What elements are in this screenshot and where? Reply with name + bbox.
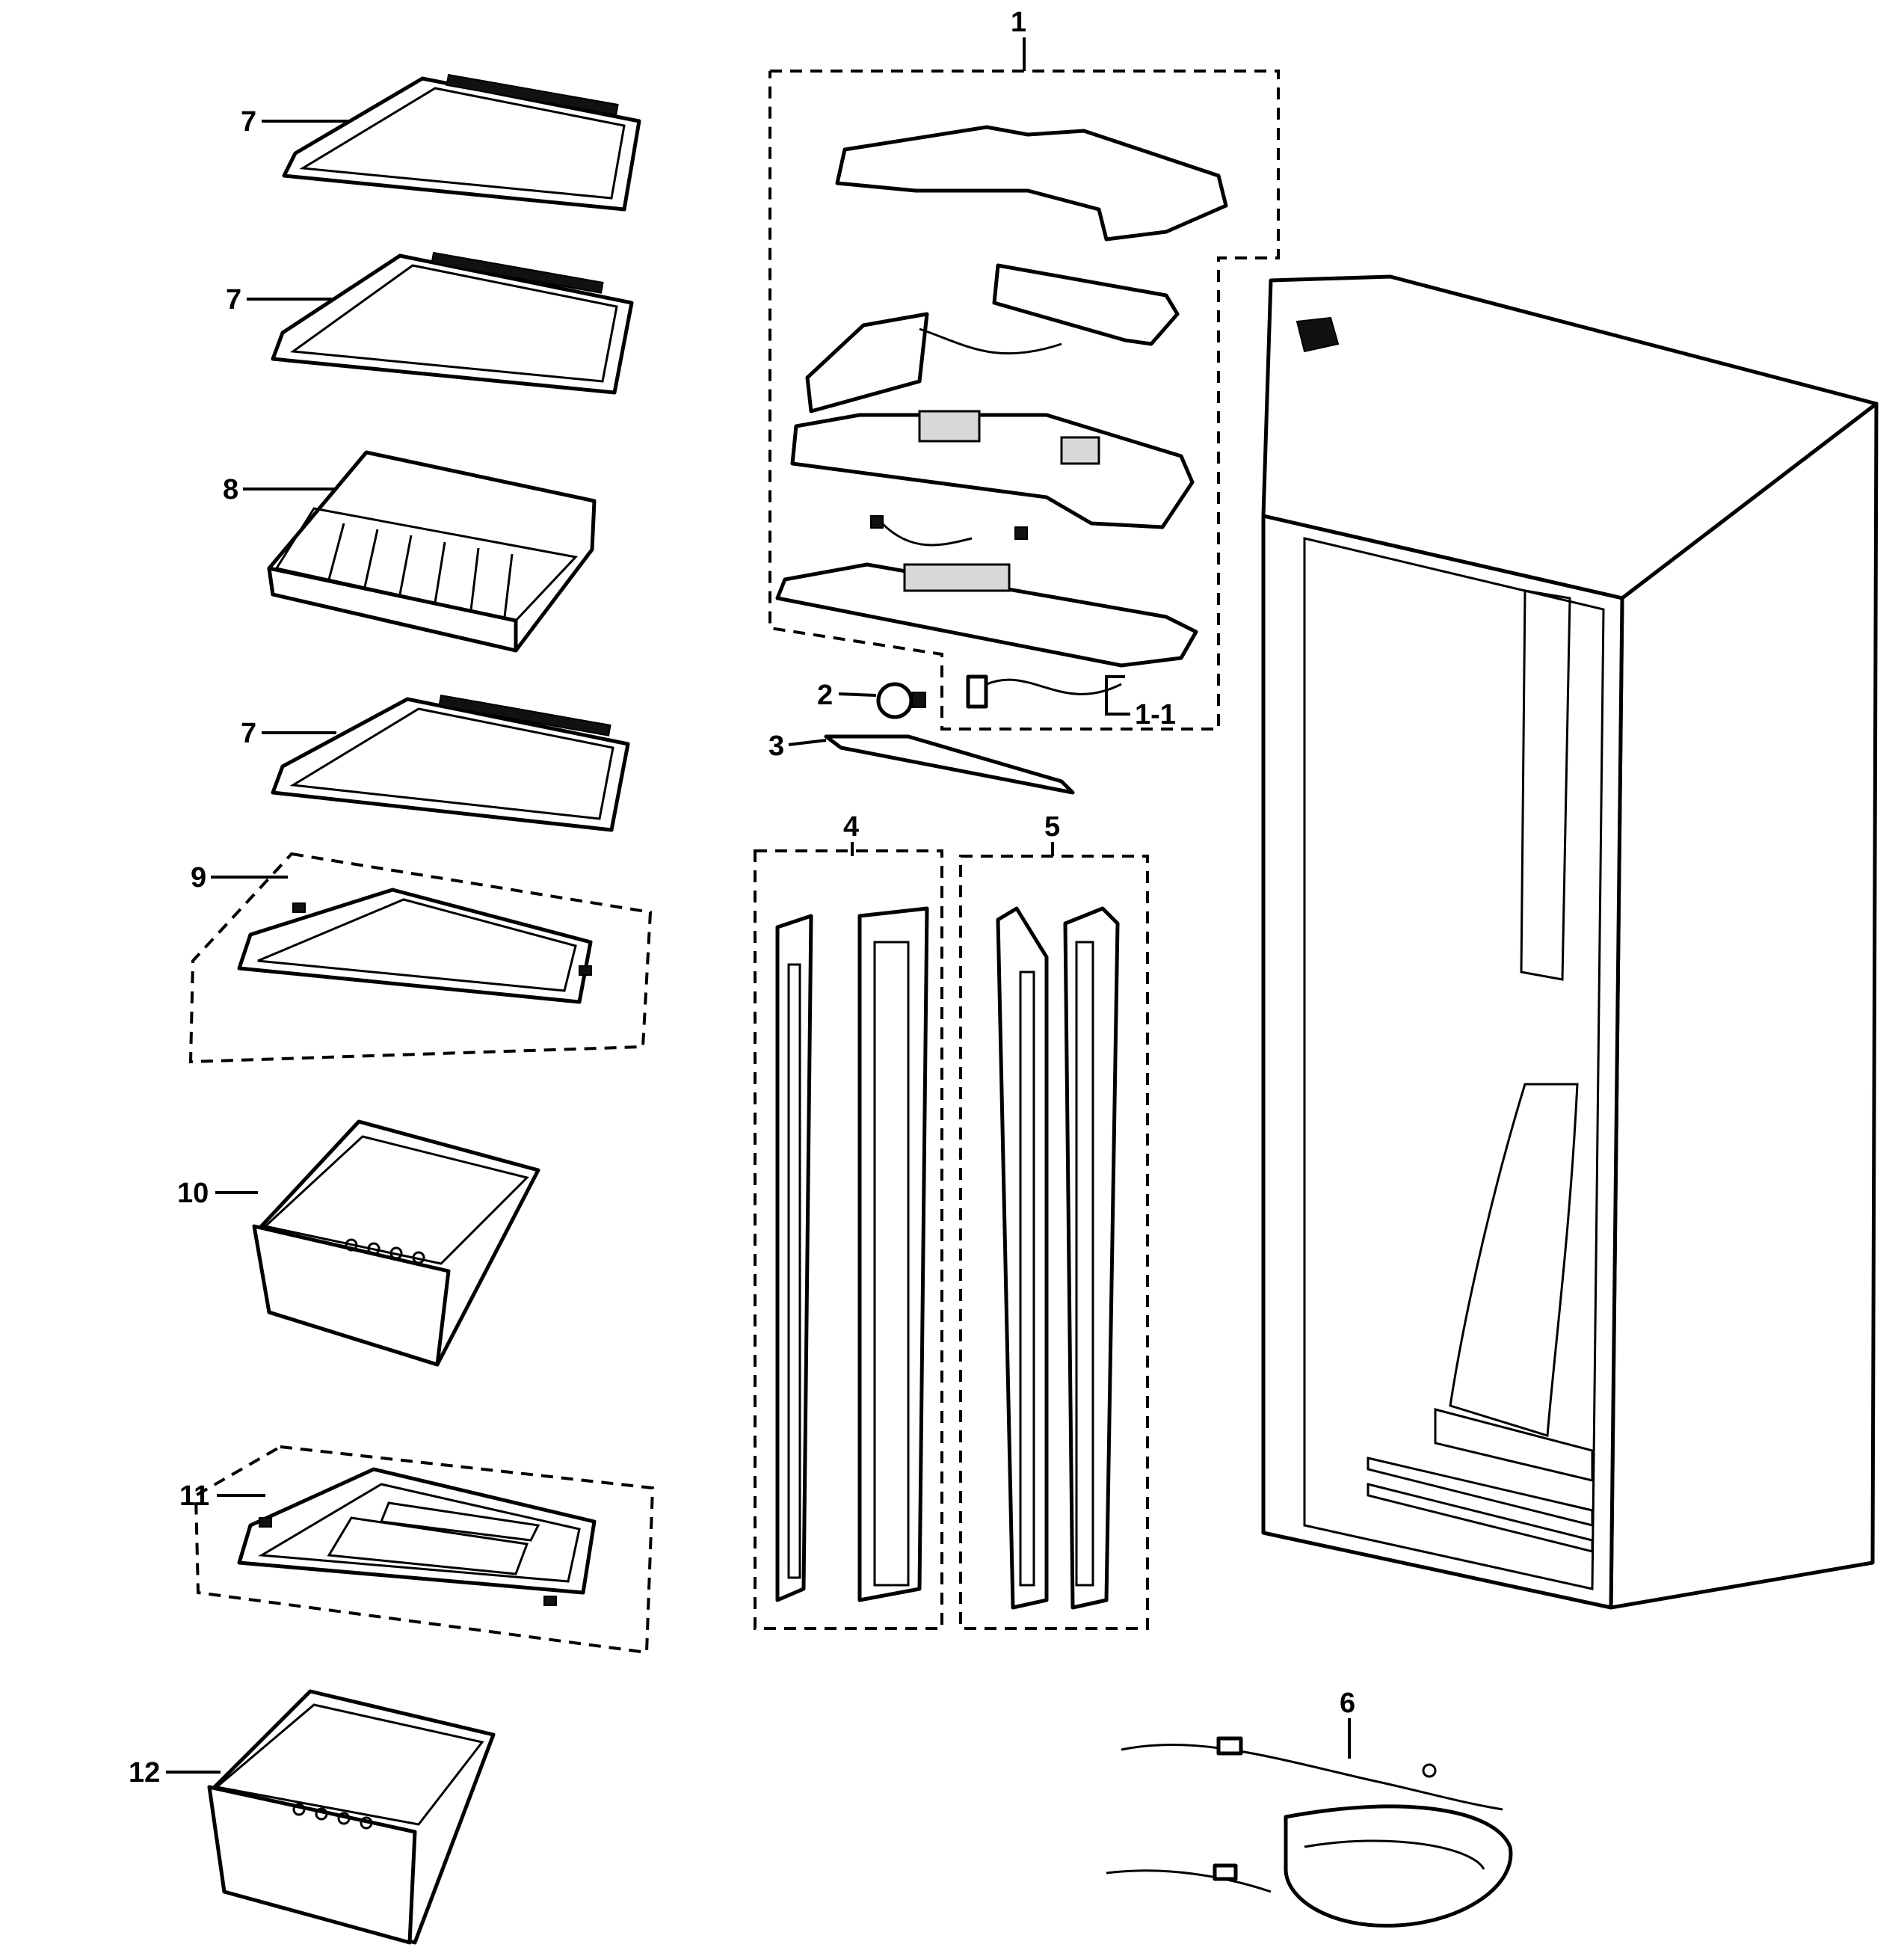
callout-7-third[interactable]: 7 [241, 718, 336, 749]
switch-part [805, 312, 1062, 413]
lamp-housing-part [790, 410, 1195, 529]
group-box-1 [768, 70, 1280, 731]
bulb-2-part [876, 682, 926, 719]
callout-label-7-top: 7 [241, 106, 256, 138]
crisper-10 [252, 1119, 540, 1367]
cover-11 [237, 1467, 597, 1606]
callout-label-2: 2 [817, 680, 833, 711]
trim-3-part [824, 734, 1075, 795]
group-box-4 [754, 849, 943, 1630]
callout-3[interactable]: 3 [768, 731, 827, 762]
callout-12[interactable]: 12 [129, 1757, 221, 1789]
trim-4-right [857, 906, 929, 1602]
callout-5[interactable]: 5 [1044, 811, 1060, 856]
shelf-7-third [271, 694, 630, 832]
callout-11[interactable]: 11 [179, 1480, 265, 1512]
callout-label-7-third: 7 [241, 718, 256, 749]
callout-label-8: 8 [223, 474, 238, 505]
group-box-9 [188, 852, 653, 1064]
wire-harness-part [870, 515, 1028, 547]
callout-label-10: 10 [177, 1178, 209, 1209]
callout-9[interactable]: 9 [191, 862, 288, 894]
drawer-8 [267, 450, 597, 653]
crisper-12 [207, 1689, 496, 1945]
callout-label-9: 9 [191, 862, 206, 894]
callout-7-second[interactable]: 7 [226, 284, 333, 316]
group-box-5 [959, 855, 1149, 1630]
callout-2[interactable]: 2 [817, 680, 877, 711]
harness-1-1-part [966, 674, 1122, 709]
cabinet [1261, 274, 1879, 1610]
callout-label-11: 11 [179, 1480, 209, 1512]
callout-8[interactable]: 8 [223, 474, 335, 505]
callout-label-1: 1 [1011, 7, 1026, 38]
callout-7-top[interactable]: 7 [241, 106, 359, 138]
shelf-7-top [282, 73, 641, 212]
trim-5-right [1063, 906, 1120, 1610]
callout-label-4: 4 [843, 811, 859, 843]
hose-assembly-6 [1106, 1736, 1513, 1928]
callout-1-1[interactable]: 1-1 [1105, 675, 1176, 731]
callout-label-6: 6 [1340, 1688, 1355, 1719]
callout-label-5: 5 [1044, 811, 1060, 843]
callout-1[interactable]: 1 [1011, 7, 1026, 71]
callout-4[interactable]: 4 [843, 811, 859, 856]
trim-4-left [775, 914, 813, 1602]
callout-label-3: 3 [768, 731, 784, 762]
duct-cover-part [835, 125, 1228, 242]
group-box-11 [194, 1445, 655, 1655]
frame-part [775, 562, 1198, 668]
shelf-9 [237, 888, 593, 1004]
callout-label-1-1: 1-1 [1135, 699, 1176, 731]
callout-label-12: 12 [129, 1757, 160, 1789]
trim-5-left [996, 906, 1049, 1610]
callout-6[interactable]: 6 [1340, 1688, 1355, 1759]
lamp-cover-part [992, 263, 1180, 346]
callout-label-7-second: 7 [226, 284, 241, 316]
callout-10[interactable]: 10 [177, 1178, 258, 1209]
shelf-7-second [271, 251, 634, 395]
